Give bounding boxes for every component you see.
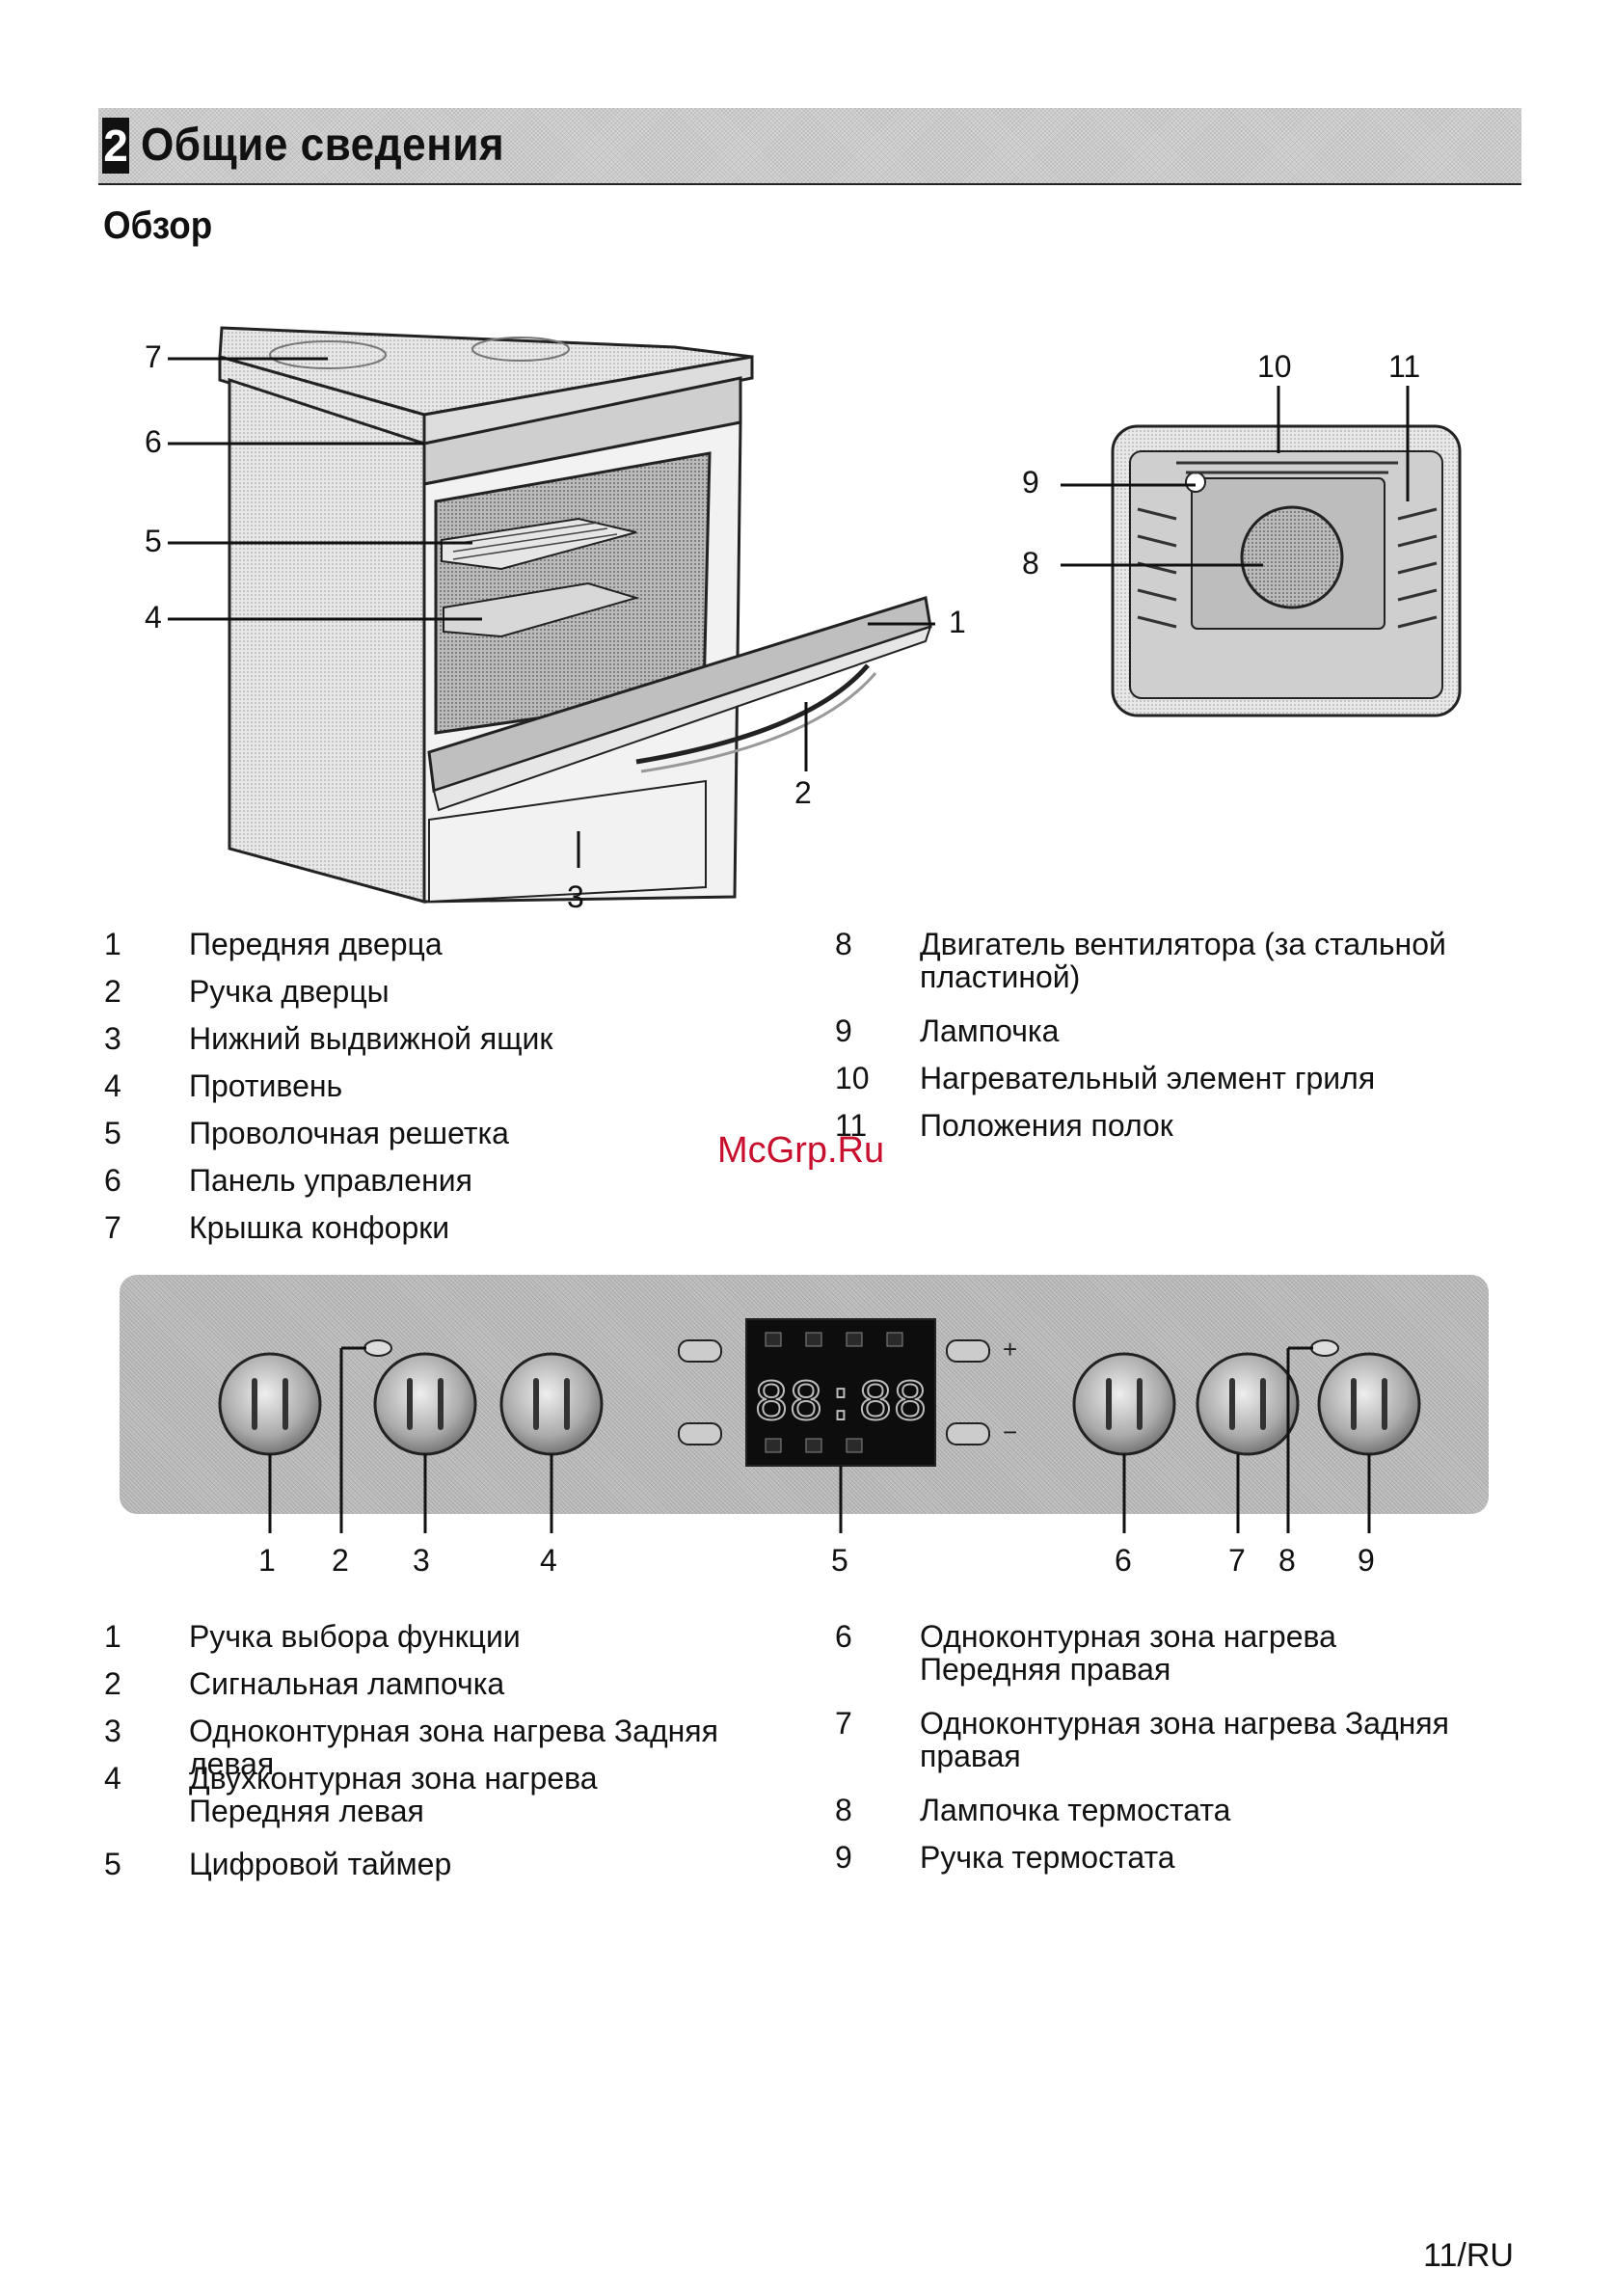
cooker-callout-lines	[168, 357, 935, 868]
page-number: 11/RU	[1423, 2237, 1514, 2274]
panel-callout-3: 3	[413, 1543, 430, 1578]
callout-10: 10	[1257, 349, 1292, 384]
interior-callout-lines	[1061, 386, 1410, 567]
panel-callout-9: 9	[1358, 1543, 1375, 1578]
panel-callout-7: 7	[1228, 1543, 1246, 1578]
callout-3: 3	[567, 879, 584, 914]
callout-1: 1	[949, 605, 966, 639]
knob-rear-right	[1196, 1352, 1300, 1456]
watermark: McGrp.Ru	[717, 1130, 885, 1171]
callout-6: 6	[145, 424, 162, 459]
subsection-title: Обзор	[103, 204, 213, 247]
callout-11: 11	[1388, 349, 1421, 384]
panel-callout-4: 4	[540, 1543, 557, 1578]
plus-label: +	[1003, 1335, 1017, 1364]
callout-2: 2	[794, 775, 812, 810]
callout-7: 7	[145, 339, 162, 374]
minus-label: −	[1003, 1418, 1017, 1446]
panel-callout-8: 8	[1278, 1543, 1296, 1578]
panel-callout-5: 5	[831, 1543, 848, 1578]
control-panel-details: 88:88 + −	[218, 1318, 1421, 1467]
panel-callout-1: 1	[258, 1543, 276, 1578]
panel-callout-2: 2	[332, 1543, 349, 1578]
callout-8: 8	[1022, 546, 1039, 581]
panel-callout-lines	[268, 1346, 1371, 1533]
callout-9: 9	[1022, 465, 1039, 500]
callout-5: 5	[145, 524, 162, 558]
panel-callout-6: 6	[1115, 1543, 1132, 1578]
callout-4: 4	[145, 600, 162, 635]
section-number: 2	[102, 118, 129, 174]
section-header: 2 Общие сведения	[98, 108, 1521, 185]
section-title: Общие сведения	[141, 120, 505, 171]
timer-display: 88:88	[754, 1372, 928, 1438]
cooker-illustration	[218, 326, 932, 904]
oven-interior-illustration	[1111, 424, 1462, 717]
